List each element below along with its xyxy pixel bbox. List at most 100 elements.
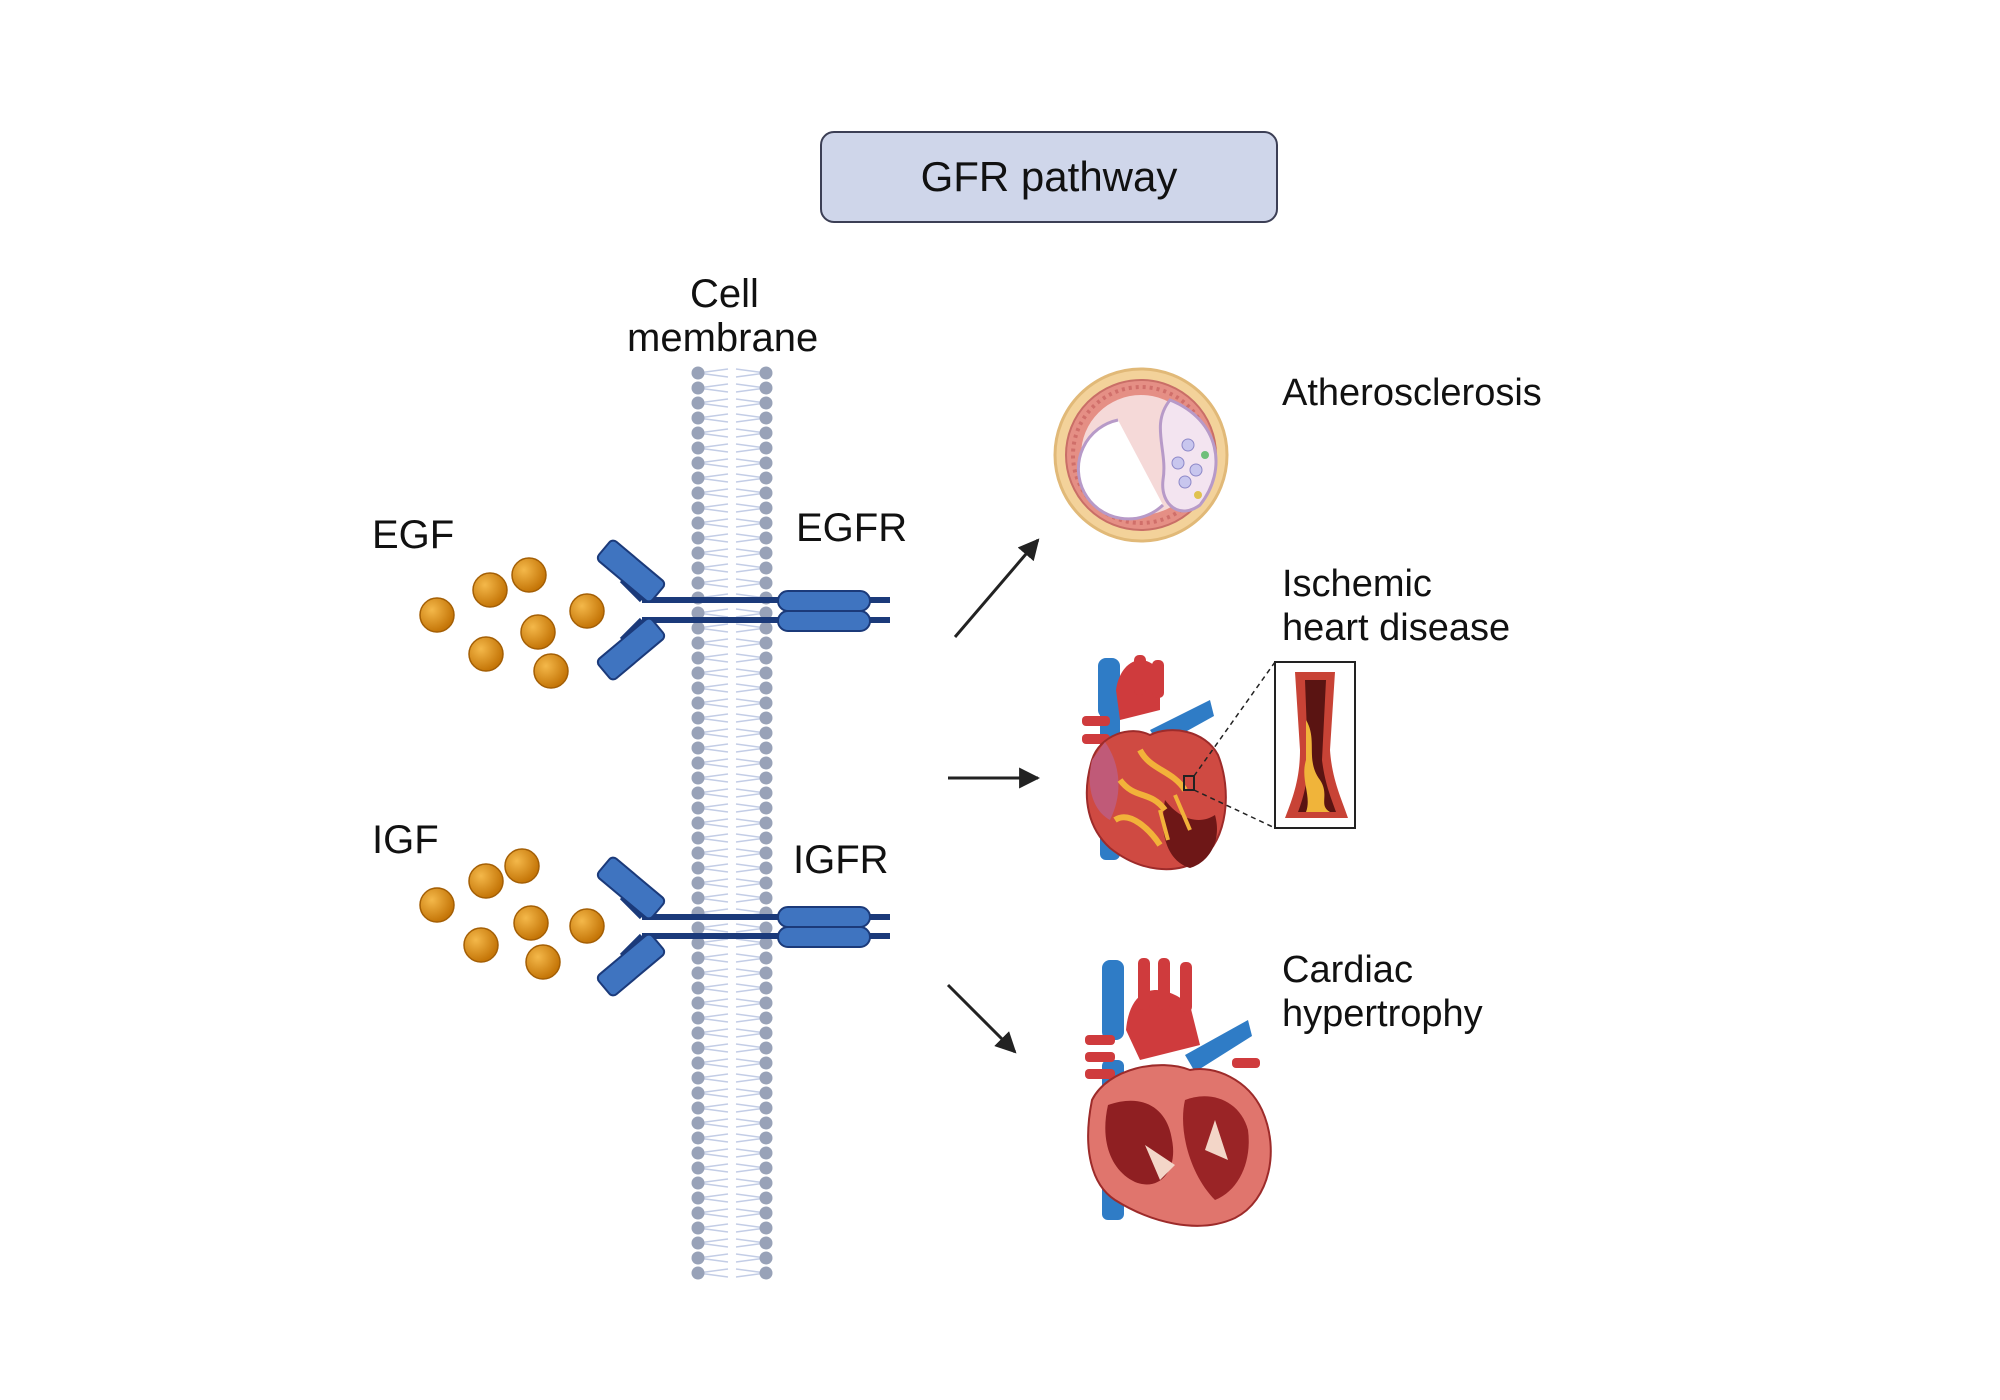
lipid-head	[759, 1251, 773, 1265]
lipid-head	[691, 471, 705, 485]
lipid-head	[759, 636, 773, 650]
lipid-head	[691, 921, 705, 935]
lipid-head	[691, 651, 705, 665]
lipid-head	[691, 1116, 705, 1130]
lipid-head	[691, 1041, 705, 1055]
lipid-head	[759, 996, 773, 1010]
lipid-head	[691, 1236, 705, 1250]
lipid-head	[759, 1011, 773, 1025]
lipid-head	[691, 681, 705, 695]
egfr-receptor	[596, 539, 890, 681]
lipid-head	[691, 1026, 705, 1040]
diagram-title: GFR pathway	[820, 131, 1278, 223]
lipid-head	[691, 366, 705, 380]
lipid-head	[691, 546, 705, 560]
lipid-head	[691, 1266, 705, 1280]
lipid-head	[759, 531, 773, 545]
lipid-head	[759, 936, 773, 950]
lipid-head	[691, 771, 705, 785]
lipid-head	[759, 1071, 773, 1085]
outcome-label-ischemic-line1: Ischemic	[1282, 563, 1432, 605]
lipid-head	[691, 1206, 705, 1220]
lipid-head	[759, 471, 773, 485]
lipid-head	[759, 366, 773, 380]
lipid-head	[759, 966, 773, 980]
cell-membrane	[691, 366, 773, 1280]
egf-ligand-particle	[472, 572, 508, 608]
outcome-label-hypertrophy-line2: hypertrophy	[1282, 993, 1483, 1035]
lipid-head	[691, 1161, 705, 1175]
lipid-head	[691, 846, 705, 860]
outcome-label-ischemic-line2: heart disease	[1282, 607, 1510, 649]
lipid-head	[759, 741, 773, 755]
lipid-head	[759, 801, 773, 815]
lipid-head	[759, 981, 773, 995]
lipid-head	[691, 801, 705, 815]
lipid-head	[691, 816, 705, 830]
igf-ligand-particle	[463, 927, 499, 963]
lipid-head	[759, 411, 773, 425]
lipid-head	[759, 1146, 773, 1160]
lipid-head	[759, 1086, 773, 1100]
artery-cross-section-icon	[1053, 367, 1229, 543]
lipid-head	[691, 1251, 705, 1265]
lipid-head	[691, 531, 705, 545]
lipid-head	[759, 786, 773, 800]
lipid-head	[691, 516, 705, 530]
membrane-label-line1: Cell	[690, 272, 759, 316]
lipid-head	[759, 816, 773, 830]
lipid-head	[759, 696, 773, 710]
arrow-to-cardiac-hypertrophy	[946, 983, 1017, 1054]
receptor-label-igfr: IGFR	[793, 838, 889, 882]
lipid-head	[759, 456, 773, 470]
egf-ligand-particle	[511, 557, 547, 593]
lipid-head	[691, 426, 705, 440]
lipid-head	[759, 486, 773, 500]
outcome-label-hypertrophy-line1: Cardiac	[1282, 949, 1413, 991]
lipid-head	[691, 981, 705, 995]
lipid-head	[759, 951, 773, 965]
lipid-head	[691, 876, 705, 890]
lipid-head	[759, 1221, 773, 1235]
egf-ligand-particle	[419, 597, 455, 633]
lipid-head	[759, 1041, 773, 1055]
lipid-head	[691, 666, 705, 680]
lipid-head	[759, 1176, 773, 1190]
lipid-head	[691, 891, 705, 905]
lipid-head	[691, 396, 705, 410]
lipid-head	[691, 576, 705, 590]
lipid-head	[691, 936, 705, 950]
lipid-head	[759, 1116, 773, 1130]
lipid-head	[759, 726, 773, 740]
lipid-head	[691, 756, 705, 770]
lipid-head	[691, 711, 705, 725]
igf-ligand-particle	[513, 905, 549, 941]
egf-ligand-particle	[468, 636, 504, 672]
lipid-head	[691, 861, 705, 875]
outcome-label-atherosclerosis: Atherosclerosis	[1282, 372, 1542, 414]
lipid-head	[759, 1056, 773, 1070]
igf-ligand-particle	[419, 887, 455, 923]
lipid-head	[759, 666, 773, 680]
lipid-head	[759, 606, 773, 620]
lipid-head	[691, 831, 705, 845]
lipid-head	[759, 846, 773, 860]
lipid-head	[759, 426, 773, 440]
lipid-head	[691, 1221, 705, 1235]
lipid-head	[759, 651, 773, 665]
ischemic-heart-icon	[1082, 655, 1356, 871]
lipid-head	[759, 681, 773, 695]
lipid-head	[759, 396, 773, 410]
lipid-head	[759, 501, 773, 515]
lipid-head	[691, 561, 705, 575]
egf-ligand-particle	[569, 593, 605, 629]
lipid-head	[759, 756, 773, 770]
egf-ligand-group	[419, 557, 605, 689]
lipid-head	[691, 621, 705, 635]
lipid-head	[691, 1146, 705, 1160]
lipid-head	[759, 711, 773, 725]
ligand-label-egf: EGF	[372, 513, 455, 557]
lipid-head	[759, 1266, 773, 1280]
lipid-head	[691, 1056, 705, 1070]
arrow-to-atherosclerosis	[953, 538, 1040, 638]
